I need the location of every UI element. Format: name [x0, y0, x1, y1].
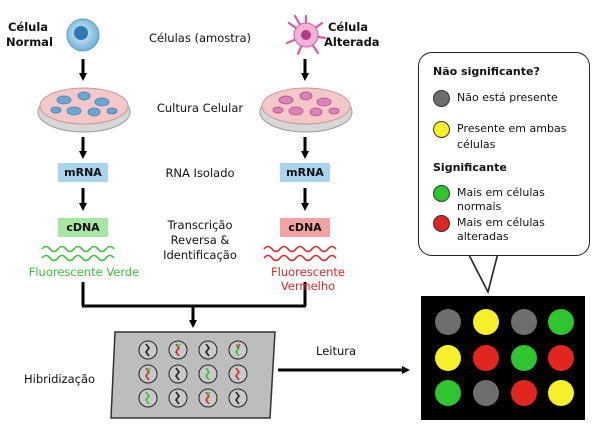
microarray-result-panel — [421, 296, 585, 420]
red-wave-icon — [263, 245, 337, 262]
green-wave-icon — [41, 245, 115, 262]
mrna-box-altered: mRNA — [280, 163, 330, 182]
fluorescent-green-label: Fluorescente Verde — [28, 265, 140, 279]
samples-label: Células (amostra) — [148, 31, 251, 45]
microarray-spot — [473, 309, 499, 335]
microarray-spot — [511, 309, 537, 335]
petri-dish-normal — [37, 87, 131, 133]
hybridization-slide — [110, 331, 276, 419]
microarray-spot — [548, 309, 574, 335]
cell-culture-label: Cultura Celular — [156, 101, 244, 115]
microarray-spot — [548, 345, 574, 371]
cdna-box-normal: cDNA — [58, 218, 108, 237]
microarray-spot — [435, 309, 461, 335]
altered-cell-icon — [285, 14, 327, 56]
legend-dot-gray — [433, 90, 450, 107]
legend-label-not-present: Não está presente — [457, 91, 558, 104]
cdna-box-altered: cDNA — [280, 218, 330, 237]
microarray-spot — [511, 380, 537, 406]
fluorescent-red-label: Fluorescente Vermelho — [271, 265, 345, 293]
reading-label: Leitura — [316, 344, 357, 358]
legend-label-present-both: Presente em ambas células — [457, 122, 567, 151]
legend-box: Não significante? Não está presente Pres… — [418, 52, 590, 256]
microarray-spot — [548, 380, 574, 406]
altered-cell-label: Célula Alterada — [324, 20, 380, 49]
microarray-spot — [435, 345, 461, 371]
petri-dish-altered — [259, 87, 353, 133]
normal-cell-icon — [66, 18, 100, 52]
legend-label-more-normal: Mais em células normais — [457, 186, 545, 213]
microarray-spot — [473, 380, 499, 406]
transcription-label: Transcrição Reversa & Identificação — [163, 218, 237, 262]
microarray-spot — [435, 380, 461, 406]
hybridization-label: Hibridização — [24, 372, 96, 386]
legend-dot-red — [433, 215, 450, 232]
mrna-box-normal: mRNA — [58, 163, 108, 182]
microarray-spot — [511, 345, 537, 371]
legend-title-not-significant: Não significante? — [433, 65, 540, 78]
legend-dot-green — [433, 185, 450, 202]
legend-label-more-altered: Mais em células alteradas — [457, 216, 545, 243]
legend-dot-yellow — [433, 121, 450, 138]
rna-isolated-label: RNA Isolado — [165, 166, 235, 180]
normal-cell-label: Célula Normal — [6, 20, 53, 49]
legend-title-significant: Significante — [433, 161, 507, 174]
microarray-spot — [473, 345, 499, 371]
